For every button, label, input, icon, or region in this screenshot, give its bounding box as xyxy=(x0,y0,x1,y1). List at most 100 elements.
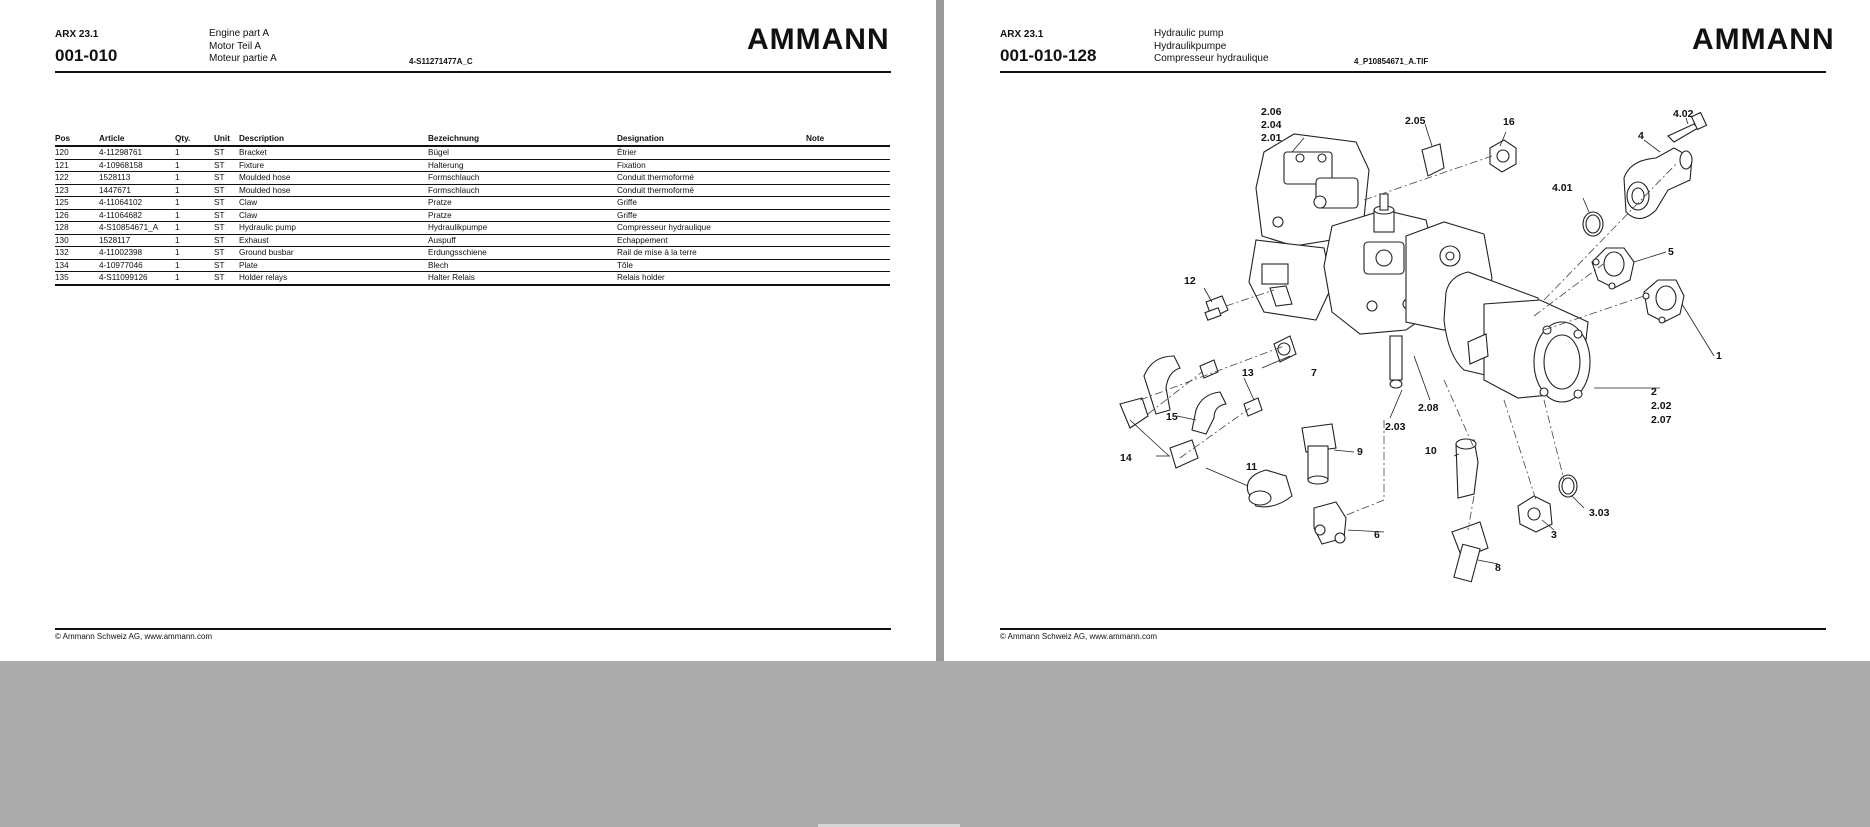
column-header: Bezeichnung xyxy=(428,132,617,147)
header-rule xyxy=(55,71,891,73)
table-cell: Conduit thermoformé xyxy=(617,171,806,185)
callout-label: 2.02 xyxy=(1651,400,1672,412)
table-cell: Étrier xyxy=(617,146,806,160)
table-cell: 121 xyxy=(55,159,99,172)
table-cell: Fixture xyxy=(239,159,428,172)
table-cell: Halter Relais xyxy=(428,271,617,286)
table-cell: 120 xyxy=(55,146,99,160)
table-cell: Holder relays xyxy=(239,271,428,286)
callout-label: 2.04 xyxy=(1261,119,1282,131)
table-cell: Griffe xyxy=(617,209,806,222)
callout-label: 2.06 xyxy=(1261,106,1282,118)
table-cell: Moulded hose xyxy=(239,184,428,197)
callout-label: 2.08 xyxy=(1418,402,1439,414)
page-divider xyxy=(936,0,944,661)
table-cell: ST xyxy=(214,159,239,172)
table-cell: ST xyxy=(214,171,239,185)
table-cell: 1 xyxy=(175,184,214,197)
callout-label: 2.07 xyxy=(1651,414,1672,426)
table-cell: Ground busbar xyxy=(239,246,428,260)
table-cell: Conduit thermoformé xyxy=(617,184,806,197)
callout-label: 13 xyxy=(1242,367,1254,379)
table-cell xyxy=(806,221,890,235)
table-cell: Pratze xyxy=(428,196,617,210)
table-cell: 126 xyxy=(55,209,99,222)
table-cell: 4-11298761 xyxy=(99,146,175,160)
callout-label: 2 xyxy=(1651,386,1657,398)
hydraulic-pump-exploded-diagram: 2.06 2.04 2.01 2.05 16 4.02 4 4.01 5 12 … xyxy=(1119,106,1722,583)
table-cell xyxy=(806,196,890,210)
title-de: Hydraulikpumpe xyxy=(1154,40,1227,52)
table-cell: 130 xyxy=(55,234,99,247)
column-header: Qty. xyxy=(175,132,214,147)
table-cell: 1 xyxy=(175,146,214,160)
section-title: Engine part A Motor Teil A Moteur partie… xyxy=(209,28,277,66)
section-title: Hydraulic pump Hydraulikpumpe Compresseu… xyxy=(1154,28,1269,66)
table-cell: Exhaust xyxy=(239,234,428,247)
footer-rule xyxy=(55,628,891,630)
table-cell: ST xyxy=(214,246,239,260)
table-cell: Auspuff xyxy=(428,234,617,247)
drawing-reference: 4-S11271477A_C xyxy=(409,57,473,66)
table-cell: 1 xyxy=(175,196,214,210)
copyright-footer: © Ammann Schweiz AG, www.ammann.com xyxy=(1000,632,1158,641)
table-cell: ST xyxy=(214,271,239,286)
title-fr: Compresseur hydraulique xyxy=(1154,53,1269,64)
table-cell xyxy=(806,209,890,222)
table-cell: Bracket xyxy=(239,146,428,160)
table-cell xyxy=(806,171,890,185)
table-cell: Blech xyxy=(428,259,617,272)
column-header: Description xyxy=(239,132,428,147)
table-cell: Moulded hose xyxy=(239,171,428,185)
table-cell: 132 xyxy=(55,246,99,260)
table-cell: Relais holder xyxy=(617,271,806,286)
title-de: Motor Teil A xyxy=(209,40,262,52)
callout-label: 2.05 xyxy=(1405,115,1426,127)
table-cell: Formschlauch xyxy=(428,184,617,197)
table-cell: 4-11002398 xyxy=(99,246,175,260)
callout-label: 10 xyxy=(1425,445,1437,457)
table-cell xyxy=(806,271,890,286)
header-rule xyxy=(1000,71,1826,73)
table-header-row: Pos Article Qty. Unit Description Bezeic… xyxy=(55,132,890,147)
table-cell: Hydraulikpumpe xyxy=(428,221,617,235)
table-cell xyxy=(806,159,890,172)
table-cell: Compresseur hydraulique xyxy=(617,221,806,235)
title-en: Hydraulic pump xyxy=(1154,28,1224,39)
title-fr: Moteur partie A xyxy=(209,53,277,64)
callout-label: 7 xyxy=(1311,367,1317,379)
table-cell: 135 xyxy=(55,271,99,286)
table-cell: Halterung xyxy=(428,159,617,172)
table-cell: Plate xyxy=(239,259,428,272)
table-cell: 4-S10854671_A xyxy=(99,221,175,235)
table-cell: Formschlauch xyxy=(428,171,617,185)
table-cell xyxy=(806,259,890,272)
section-code: 001-010 xyxy=(55,46,118,65)
table-cell: Rail de mise à la terre xyxy=(617,246,806,260)
horizontal-scrollbar[interactable] xyxy=(818,824,960,827)
callout-label: 2.03 xyxy=(1385,421,1406,433)
parts-table: Pos Article Qty. Unit Description Bezeic… xyxy=(55,132,890,286)
callout-label: 5 xyxy=(1668,246,1674,258)
callout-label: 4.02 xyxy=(1673,108,1694,120)
column-header: Pos xyxy=(55,132,99,147)
ammann-logo: AMMANN xyxy=(1692,23,1835,56)
parts-list-page: ARX 23.1 001-010 Engine part A Motor Tei… xyxy=(0,0,936,661)
table-cell: Pratze xyxy=(428,209,617,222)
copyright-footer: © Ammann Schweiz AG, www.ammann.com xyxy=(55,632,213,641)
table-cell: Echappement xyxy=(617,234,806,247)
model-label: ARX 23.1 xyxy=(1000,29,1044,40)
callout-label: 12 xyxy=(1184,275,1196,287)
callout-label: 8 xyxy=(1495,562,1501,574)
callout-label: 6 xyxy=(1374,529,1380,541)
table-cell xyxy=(806,234,890,247)
table-cell: ST xyxy=(214,146,239,160)
callout-label: 3.03 xyxy=(1589,507,1610,519)
